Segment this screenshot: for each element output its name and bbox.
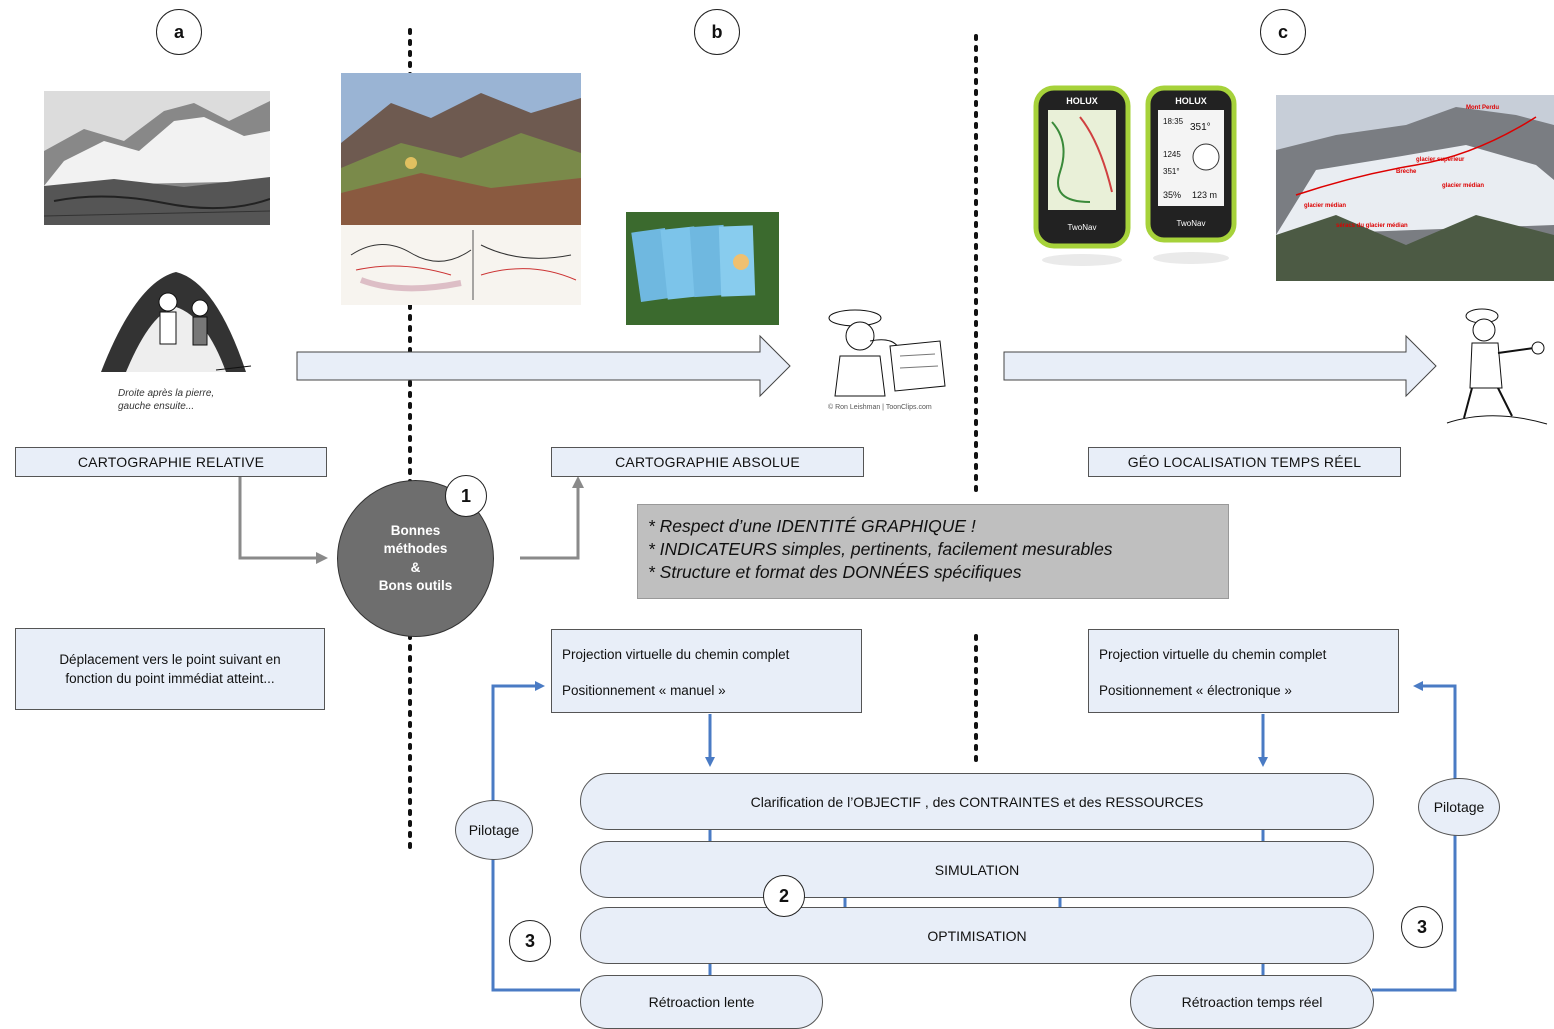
svg-text:glacier médian: glacier médian (1442, 183, 1484, 189)
loop-right (1372, 686, 1457, 992)
svg-text:Mont Perdu: Mont Perdu (1466, 105, 1499, 111)
svg-text:351°: 351° (1190, 122, 1211, 133)
svg-text:HOLUX: HOLUX (1175, 96, 1207, 106)
grey-connector-in (238, 476, 328, 564)
label-relative: CARTOGRAPHIE RELATIVE (15, 447, 327, 477)
clarification-step: Clarification de l’OBJECTIF , des CONTRA… (580, 773, 1374, 830)
circle-line-1: Bonnes (390, 523, 441, 539)
climber-cartoon (1442, 298, 1554, 428)
projection-manual-line1: Projection virtuelle du chemin complet (562, 647, 790, 662)
step-3-badge-right: 3 (1401, 906, 1443, 948)
svg-text:18:35: 18:35 (1163, 117, 1184, 126)
section-a-marker: a (156, 9, 202, 55)
realtime-feedback: Rétroaction temps réel (1130, 975, 1374, 1029)
section-c-marker: c (1260, 9, 1306, 55)
circle-line-2: méthodes (383, 541, 448, 557)
principle-graphic-identity: * Respect d’une IDENTITÉ GRAPHIQUE ! (648, 516, 976, 536)
label-geolocation: GÉO LOCALISATION TEMPS RÉEL (1088, 447, 1401, 477)
svg-text:glacier médian: glacier médian (1304, 203, 1346, 209)
circle-line-4: Bons outils (378, 577, 453, 593)
step-2-badge: 2 (763, 875, 805, 917)
gps-brand-left: HOLUX (1066, 96, 1098, 106)
credit-b: © Ron Leishman | ToonClips.com (828, 404, 932, 411)
pilotage-right: Pilotage (1418, 778, 1500, 836)
pilotage-left: Pilotage (455, 800, 533, 860)
grey-connector-out (520, 476, 584, 560)
svg-text:351°: 351° (1163, 167, 1180, 176)
gps-devices-photo: HOLUX TwoNav HOLUX 18:35 351° 1245 351° … (1030, 82, 1245, 277)
projection-electronic-line1: Projection virtuelle du chemin complet (1099, 647, 1327, 662)
caption-a: Droite après la pierre, gauche ensuite..… (118, 388, 215, 412)
svg-text:Brèche: Brèche (1396, 169, 1417, 175)
svg-text:35%: 35% (1163, 190, 1181, 200)
hikers-cartoon (96, 262, 256, 382)
label-absolute: CARTOGRAPHIE ABSOLUE (551, 447, 864, 477)
projection-manual-line2: Positionnement « manuel » (562, 683, 726, 698)
mountain-photo-b (341, 73, 581, 225)
section-b-marker: b (694, 9, 740, 55)
principles-box: * Respect d’une IDENTITÉ GRAPHIQUE ! * I… (637, 504, 1229, 599)
map-reader-cartoon (800, 296, 950, 401)
description-relative: Déplacement vers le point suivant en fon… (15, 628, 325, 710)
loop-left (491, 686, 580, 992)
svg-text:TwoNav: TwoNav (1177, 219, 1206, 228)
projection-manual-box: Projection virtuelle du chemin complet P… (551, 629, 862, 713)
slow-feedback: Rétroaction lente (580, 975, 823, 1029)
svg-text:TwoNav: TwoNav (1068, 223, 1097, 232)
optimisation-step: OPTIMISATION (580, 907, 1374, 964)
projection-electronic-line2: Positionnement « électronique » (1099, 683, 1292, 698)
methods-tools-circle: Bonnes méthodes & Bons outils (337, 480, 494, 637)
glacier-photo-c: Mont Perdu glacier médian Brèche glacier… (1276, 95, 1554, 281)
svg-text:séracs du glacier médian: séracs du glacier médian (1336, 223, 1408, 229)
printed-maps-photo (626, 212, 779, 325)
svg-text:123 m: 123 m (1192, 190, 1217, 200)
step-3-badge-left: 3 (509, 920, 551, 962)
progress-arrow-bc (1003, 334, 1437, 398)
principle-indicators: * INDICATEURS simples, pertinents, facil… (648, 539, 1113, 559)
projection-electronic-box: Projection virtuelle du chemin complet P… (1088, 629, 1399, 713)
svg-text:glacier supérieur: glacier supérieur (1416, 157, 1465, 163)
hand-drawn-map-b (341, 225, 581, 305)
simulation-step: SIMULATION (580, 841, 1374, 898)
svg-text:1245: 1245 (1163, 150, 1181, 159)
circle-line-3: & (410, 559, 421, 575)
principle-data-structure: * Structure et format des DONNÉES spécif… (648, 562, 1022, 582)
progress-arrow-ab (296, 334, 791, 398)
mountain-sketch-image (44, 91, 270, 225)
step-1-badge: 1 (445, 475, 487, 517)
